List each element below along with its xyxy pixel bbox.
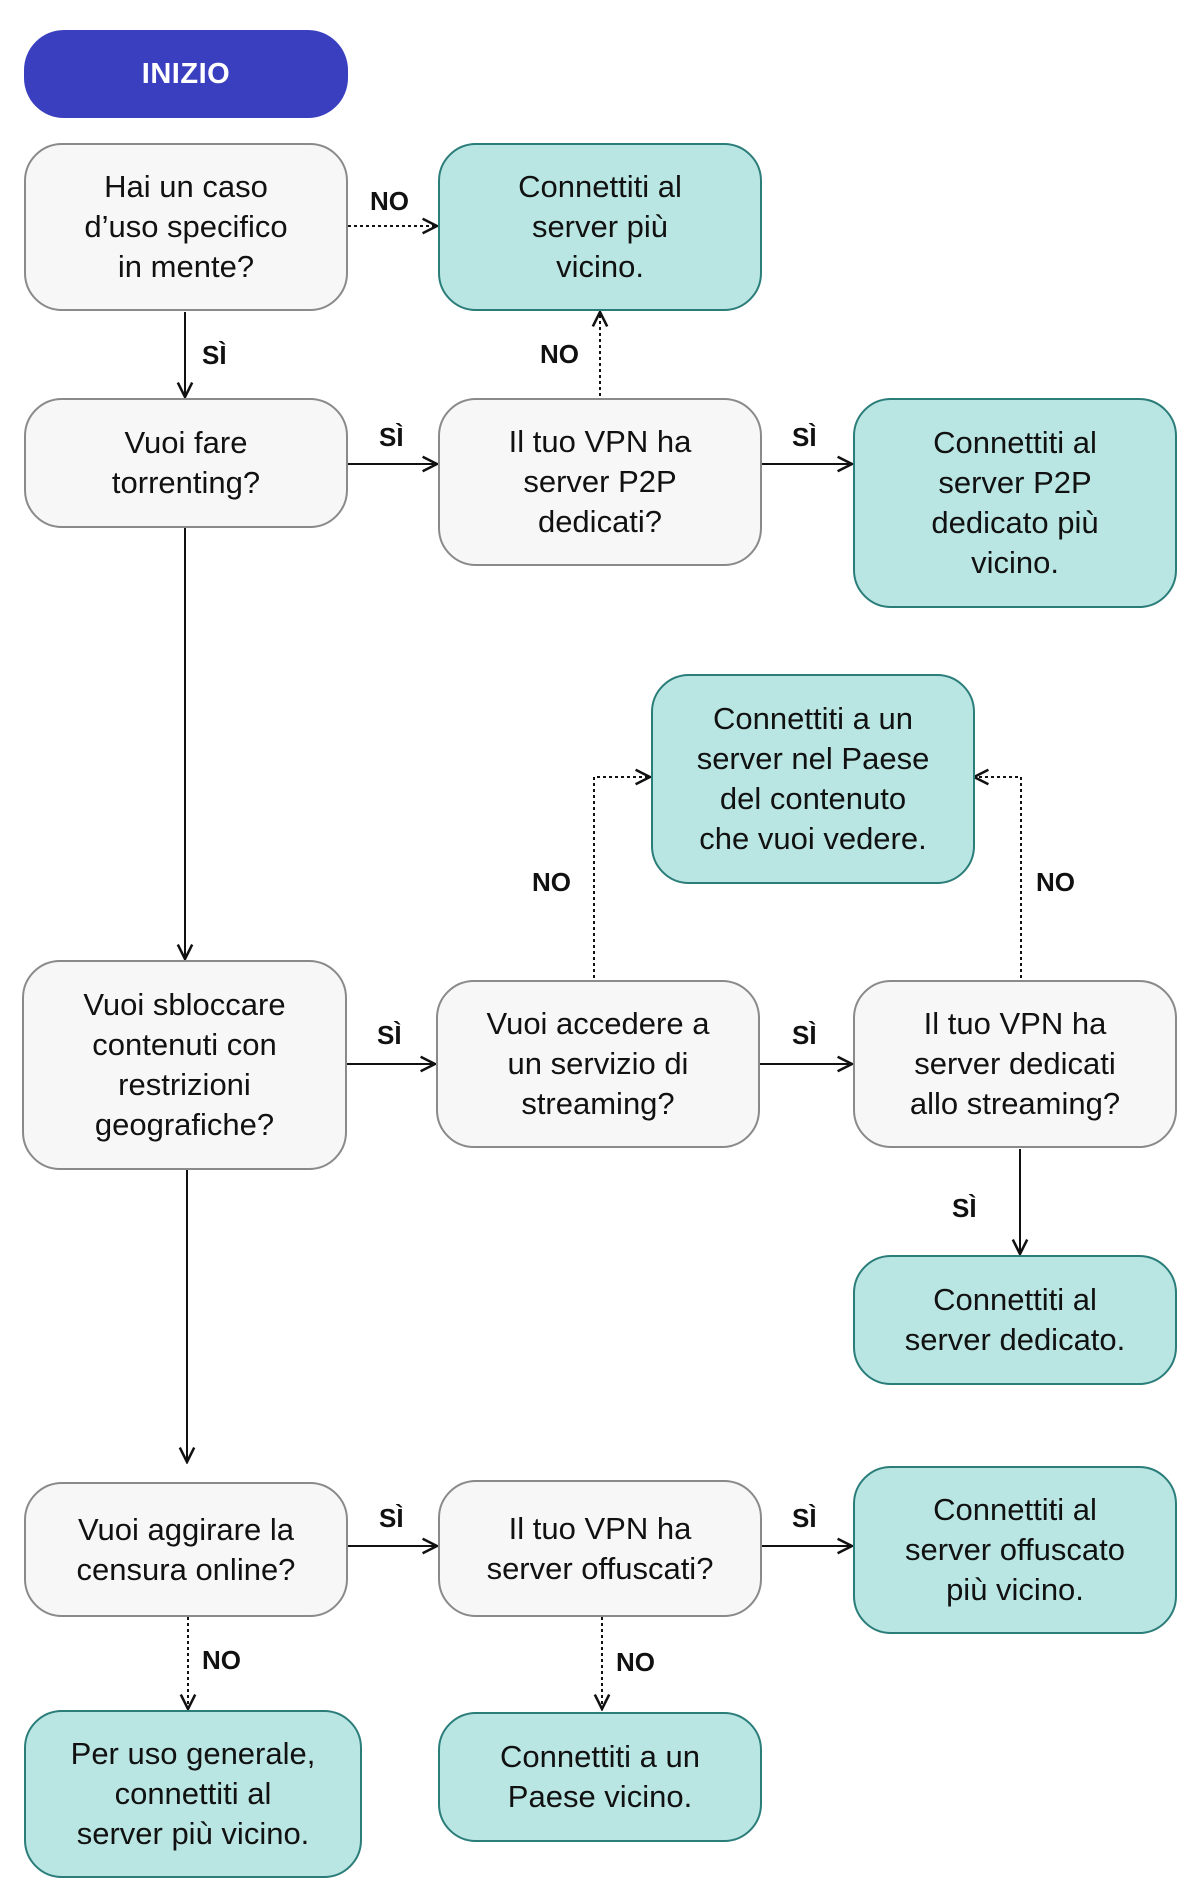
question-streaming-servers: Il tuo VPN ha server dedicati allo strea… xyxy=(853,980,1177,1148)
label-si-torrent: SÌ xyxy=(379,422,404,452)
question-p2p-servers: Il tuo VPN ha server P2P dedicati? xyxy=(438,398,762,566)
start-node: INIZIO xyxy=(24,30,348,118)
label-si-p2p: SÌ xyxy=(792,422,817,452)
edge-stream-servers-no xyxy=(974,777,1022,978)
result-general-use: Per uso generale, connettiti al server p… xyxy=(24,1710,362,1878)
result-obfuscated-server: Connettiti al server offuscato più vicin… xyxy=(853,1466,1177,1634)
result-content-country-server: Connettiti a un server nel Paese del con… xyxy=(651,674,975,884)
result-p2p-server: Connettiti al server P2P dedicato più vi… xyxy=(853,398,1177,608)
label-si-obf: SÌ xyxy=(792,1503,817,1533)
label-no-stream-servers: NO xyxy=(1036,867,1075,897)
label-no-p2p: NO xyxy=(540,339,579,369)
question-use-case: Hai un caso d’uso specifico in mente? xyxy=(24,143,348,311)
label-no-obf: NO xyxy=(616,1647,655,1677)
question-obfuscated-servers: Il tuo VPN ha server offuscati? xyxy=(438,1480,762,1617)
label-si-stream: SÌ xyxy=(792,1020,817,1050)
label-si-geo: SÌ xyxy=(377,1020,402,1050)
edge-stream-no xyxy=(593,777,650,978)
question-geo-restrictions: Vuoi sbloccare contenuti con restrizioni… xyxy=(22,960,347,1170)
result-near-country: Connettiti a un Paese vicino. xyxy=(438,1712,762,1842)
label-si-use-case: SÌ xyxy=(202,340,227,370)
question-censorship: Vuoi aggirare la censura online? xyxy=(24,1482,348,1617)
label-no-stream: NO xyxy=(532,867,571,897)
label-no-censor: NO xyxy=(202,1645,241,1675)
label-no-use-case: NO xyxy=(370,186,409,216)
label-si-censor: SÌ xyxy=(379,1503,404,1533)
question-streaming-service: Vuoi accedere a un servizio di streaming… xyxy=(436,980,760,1148)
result-dedicated-server: Connettiti al server dedicato. xyxy=(853,1255,1177,1385)
result-nearest-server: Connettiti al server più vicino. xyxy=(438,143,762,311)
label-si-stream-servers: SÌ xyxy=(952,1193,977,1223)
question-torrenting: Vuoi fare torrenting? xyxy=(24,398,348,528)
